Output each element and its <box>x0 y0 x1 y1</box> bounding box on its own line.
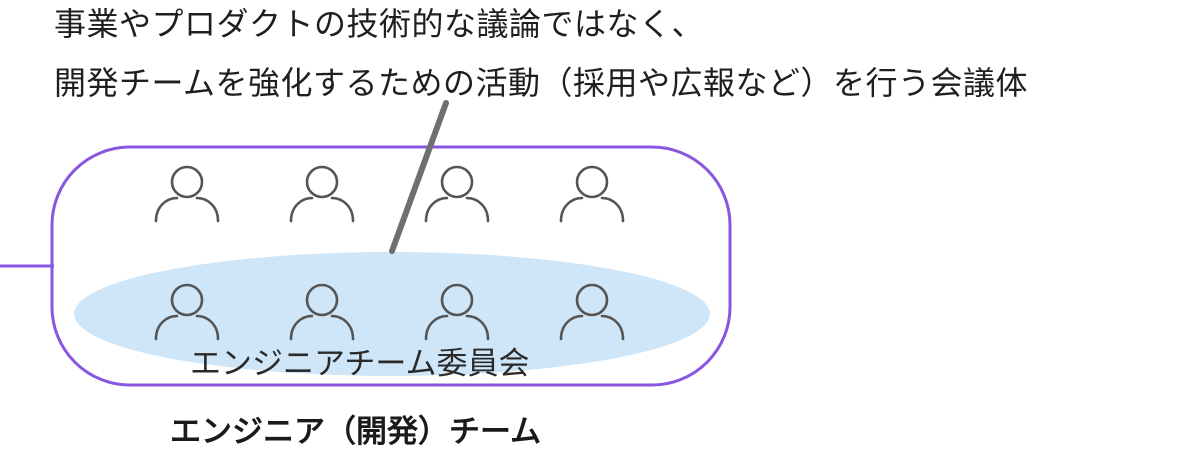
team-container <box>50 145 732 387</box>
person-outline-icon <box>289 165 355 223</box>
caption-line-1: 事業やプロダクトの技術的な議論ではなく、 <box>54 5 705 43</box>
members-group <box>154 165 625 341</box>
committee-label: エンジニアチーム委員会 <box>190 346 530 382</box>
team-label: エンジニア（開発）チーム <box>170 414 542 450</box>
person-outline-icon <box>424 165 490 223</box>
person-outline-icon <box>559 283 625 341</box>
committee-ellipse <box>74 252 710 376</box>
person-outline-icon <box>154 283 220 341</box>
pointer-line <box>389 100 449 254</box>
caption-line-2: 開発チームを強化するための活動（採用や広報など）を行う会議体 <box>54 64 1029 102</box>
person-outline-icon <box>559 165 625 223</box>
person-outline-icon <box>289 283 355 341</box>
person-outline-icon <box>424 283 490 341</box>
person-outline-icon <box>154 165 220 223</box>
